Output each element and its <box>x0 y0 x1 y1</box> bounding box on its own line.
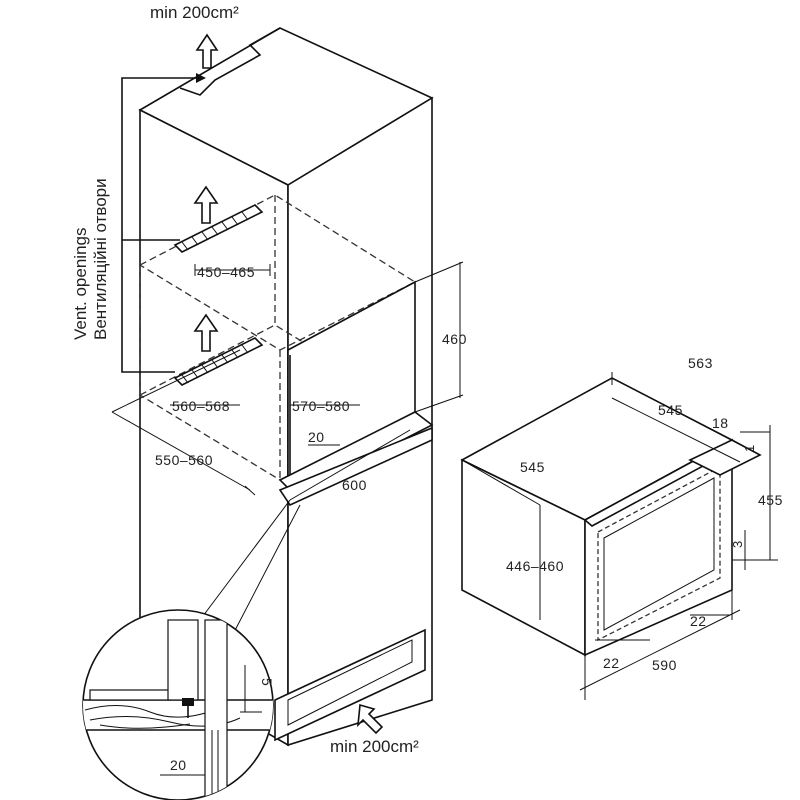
dim-600: 600 <box>342 477 367 493</box>
niche-opening <box>138 194 434 507</box>
appliance-dim-545-top: 545 <box>658 402 683 418</box>
appliance-dim-1: 1 <box>742 445 757 452</box>
vent-arrow-bottom-icon <box>356 703 384 735</box>
detail-leader-1 <box>199 499 291 621</box>
bottom-vent-label: min 200cm² <box>330 737 419 756</box>
detail-circle <box>82 609 274 800</box>
appliance-dim-22-bottom: 22 <box>603 655 620 671</box>
vent-arrow-upper-icon <box>193 185 219 224</box>
appliance-dim-563: 563 <box>688 355 713 371</box>
dim-550-560: 550‒560 <box>155 452 213 468</box>
vent-openings-label-ua: Вентиляційні отвори <box>91 178 110 340</box>
dim-460: 460 <box>442 331 467 347</box>
vent-slots-upper <box>173 204 264 253</box>
appliance-dim-455: 455 <box>758 492 783 508</box>
plinth-grille <box>274 628 426 742</box>
cabinet-dimension-lines <box>111 261 464 501</box>
vent-label-bracket <box>121 73 206 373</box>
top-vent-label: min 200cm² <box>150 3 239 22</box>
detail-leader-2 <box>229 504 301 641</box>
vent-arrow-top-icon <box>195 33 219 69</box>
appliance-dim-545-side: 545 <box>520 459 545 475</box>
detail-dim-20: 20 <box>170 757 187 773</box>
detail-dim-5: 5 <box>259 678 275 686</box>
appliance-dim-446-460: 446‒460 <box>506 558 564 574</box>
appliance-dim-590: 590 <box>652 657 677 673</box>
dim-450-465: 450‒465 <box>197 264 255 280</box>
appliance-dim-18: 18 <box>712 415 729 431</box>
dim-20-top: 20 <box>308 429 325 445</box>
appliance-dim-3: 3 <box>730 541 745 548</box>
vent-arrow-lower-icon <box>193 313 219 352</box>
vent-openings-label-en: Vent. openings <box>71 228 90 340</box>
appliance-body <box>460 377 762 657</box>
dim-570-580: 570‒580 <box>292 398 350 414</box>
appliance-dim-22-inner: 22 <box>690 613 707 629</box>
appliance-dimension-lines <box>461 372 778 700</box>
dim-560-568: 560‒568 <box>172 398 230 414</box>
vent-slots-lower <box>173 337 264 386</box>
